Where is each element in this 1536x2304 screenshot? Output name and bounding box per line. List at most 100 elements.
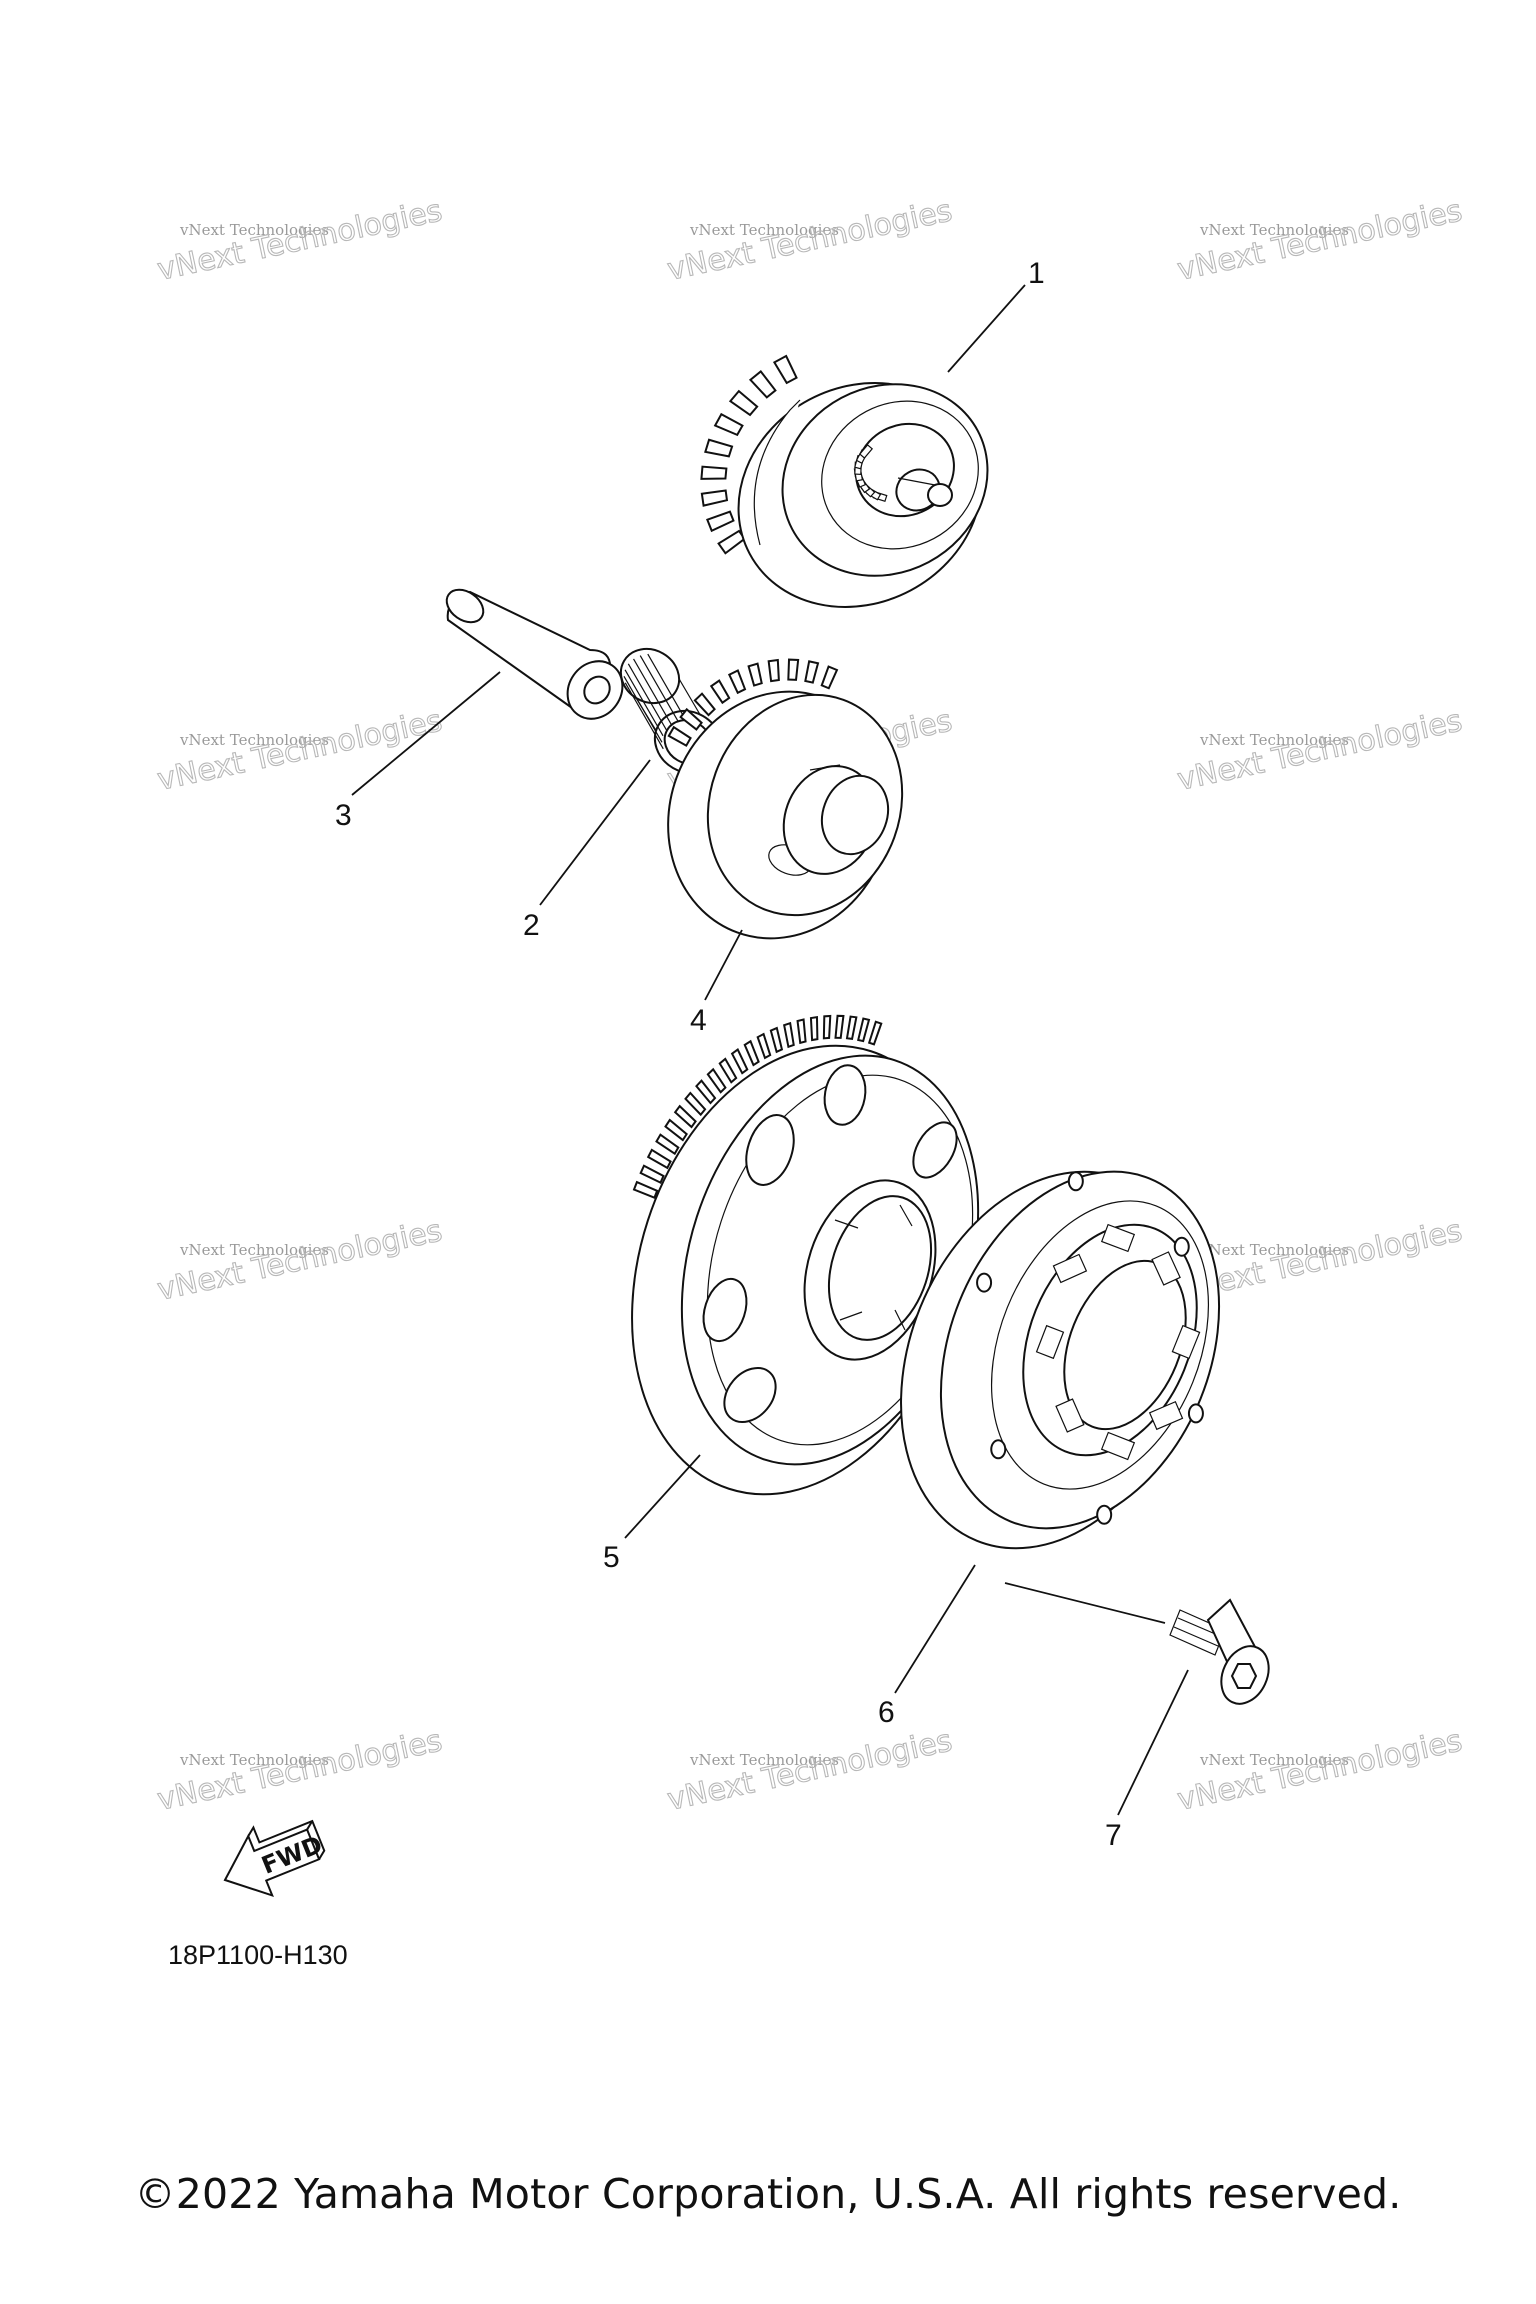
gear-tooth <box>743 1039 760 1067</box>
gear-tooth <box>820 665 839 690</box>
gear-tooth <box>706 1067 727 1094</box>
gear-tooth <box>700 489 729 507</box>
hub-spline <box>858 444 874 459</box>
bearing-needle <box>624 669 664 737</box>
gear-tooth <box>673 1104 697 1129</box>
copyright-notice: ©2022 Yamaha Motor Corporation, U.S.A. A… <box>134 2170 1402 2218</box>
part-6-one-way-clutch <box>900 1170 1221 1550</box>
clutch-roller <box>1171 1324 1201 1360</box>
gear-tooth <box>717 529 746 555</box>
bearing-needle <box>623 676 663 743</box>
watermark-small-text: vNext Technologies <box>689 221 839 239</box>
gear-tooth <box>684 1091 707 1117</box>
watermark-large-text: vNext Technologies <box>1174 1723 1465 1818</box>
gear-tooth <box>728 389 759 417</box>
gear-tooth <box>867 1020 883 1046</box>
bearing-needle <box>624 682 664 750</box>
clutch-bolt-hole <box>1187 1403 1204 1424</box>
gear-tooth <box>730 1048 749 1075</box>
watermark-large-text: vNext Technologies <box>154 193 445 288</box>
clutch-roller <box>1151 1251 1181 1286</box>
gear-tooth <box>706 510 735 533</box>
gear-tooth <box>748 370 777 399</box>
clutch-roller <box>1055 1398 1085 1433</box>
gear-tooth <box>796 1018 807 1045</box>
leader-lines <box>351 284 1189 1816</box>
bearing-needle <box>639 655 679 722</box>
part-3-shaft <box>445 588 624 720</box>
callout-numbers: 1 2 3 4 5 6 7 <box>335 257 1122 1852</box>
gear-tooth <box>704 438 734 458</box>
watermark-large-text: vNext Technologies <box>154 1213 445 1308</box>
callout-6: 6 <box>878 1696 895 1729</box>
watermark-small-text: vNext Technologies <box>179 731 329 749</box>
gear-tooth <box>727 669 747 695</box>
clutch-roller <box>1035 1324 1065 1360</box>
bearing-needle <box>647 653 687 721</box>
gear-tooth <box>822 1014 832 1040</box>
bearing-needle <box>627 663 667 731</box>
gear-tooth <box>693 692 716 717</box>
watermark-small-text: vNext Technologies <box>1199 731 1349 749</box>
gear-tooth <box>679 707 703 731</box>
gear-tooth <box>655 1133 680 1156</box>
watermark-large-text: vNext Technologies <box>664 1723 955 1818</box>
gear-tooth <box>769 1026 784 1054</box>
watermark-large-text: vNext Technologies <box>154 703 445 798</box>
gear-tooth <box>713 412 744 437</box>
clutch-bolt-hole <box>1067 1171 1084 1192</box>
callout-4: 4 <box>690 1004 707 1037</box>
watermark-large-text: vNext Technologies <box>1174 703 1465 798</box>
clutch-roller <box>1148 1400 1184 1431</box>
gear-tooth <box>646 1148 672 1170</box>
clutch-bolt-hole <box>976 1272 993 1293</box>
gear-tooth <box>718 1057 738 1084</box>
gear-tooth <box>632 1180 659 1199</box>
watermark-large-text: vNext Technologies <box>664 193 955 288</box>
clutch-roller <box>1052 1253 1088 1284</box>
clutch-bolt-hole <box>990 1439 1007 1460</box>
fwd-arrow-icon: FWD <box>223 1819 326 1898</box>
gear-tooth <box>783 1021 795 1049</box>
bearing-needle <box>633 658 673 726</box>
clutch-bolt-hole <box>1096 1504 1113 1525</box>
watermark-small-text: vNext Technologies <box>689 1751 839 1769</box>
clutch-bolt-hole <box>1173 1236 1190 1257</box>
gear-tooth <box>695 1079 717 1105</box>
gear-tooth <box>700 465 728 480</box>
part-7-bolt <box>1169 1598 1270 1705</box>
watermark-small-text: vNext Technologies <box>179 1241 329 1259</box>
gear-tooth <box>772 354 798 385</box>
part-4-idler-gear <box>667 658 904 940</box>
gear-tooth <box>834 1014 845 1039</box>
callout-7: 7 <box>1105 1819 1122 1852</box>
watermark-small-text: vNext Technologies <box>179 1751 329 1769</box>
gear-tooth <box>667 725 692 747</box>
watermark-small-text: vNext Technologies <box>1199 1241 1349 1259</box>
gear-tooth <box>709 679 731 705</box>
part-1-gear-assembly <box>700 354 989 608</box>
diagram-code: 18P1100-H130 <box>168 1940 348 1970</box>
callout-2: 2 <box>523 909 540 942</box>
gear-tooth <box>756 1032 772 1060</box>
gear-tooth <box>664 1118 688 1142</box>
watermark-large-text: vNext Technologies <box>154 1723 445 1818</box>
gear-tooth <box>845 1015 858 1040</box>
gear-tooth <box>747 662 763 687</box>
watermark-small-text: vNext Technologies <box>1199 1751 1349 1769</box>
watermark-small-text: vNext Technologies <box>1199 221 1349 239</box>
gear-tooth <box>767 658 780 683</box>
callout-5: 5 <box>603 1541 620 1574</box>
clutch-roller <box>1100 1431 1136 1461</box>
clutch-roller <box>1100 1223 1136 1253</box>
gear-tooth <box>857 1017 871 1043</box>
